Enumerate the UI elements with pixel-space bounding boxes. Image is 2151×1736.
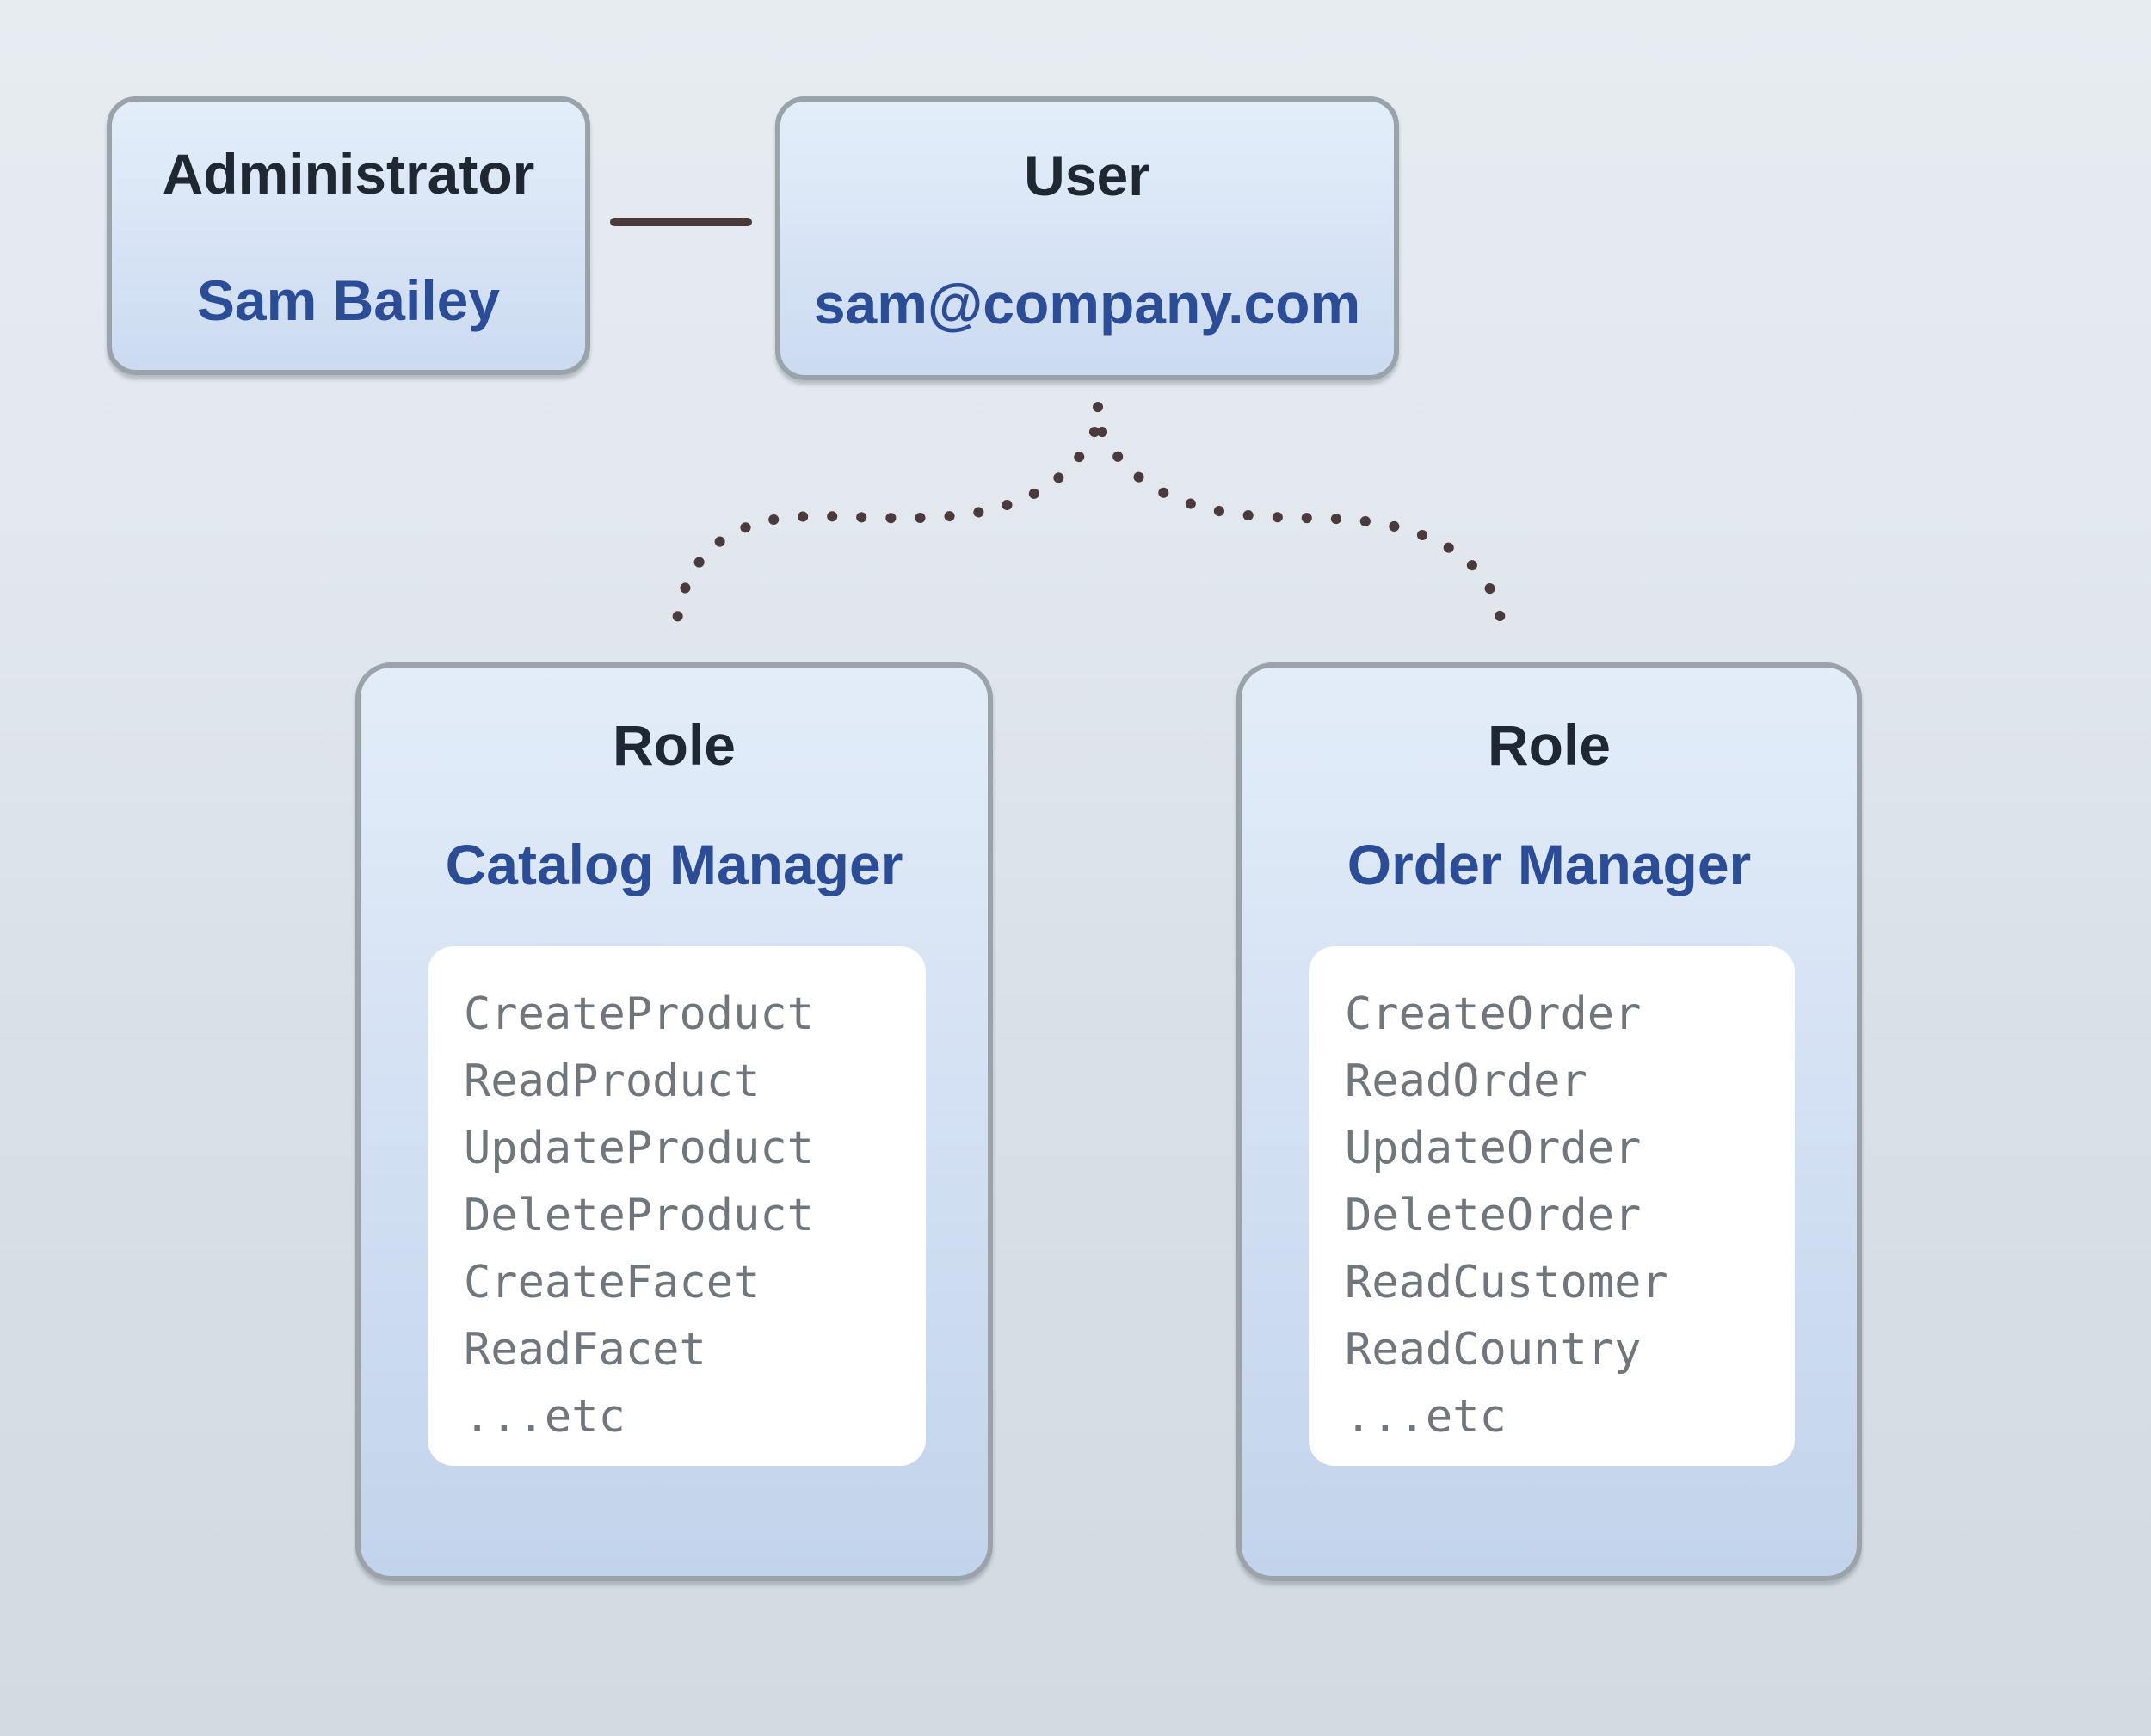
permission-item: ReadOrder xyxy=(1345,1056,1587,1107)
permission-item: ReadCountry xyxy=(1345,1324,1642,1376)
permission-item: DeleteProduct xyxy=(464,1190,814,1241)
permission-item: ReadCustomer xyxy=(1345,1257,1668,1308)
permission-item: ...etc xyxy=(1345,1391,1507,1443)
permission-item: UpdateOrder xyxy=(1345,1123,1642,1174)
role-title: Role xyxy=(612,713,737,777)
role-title: Role xyxy=(1487,713,1612,777)
permission-item: DeleteOrder xyxy=(1345,1190,1642,1241)
user-email: sam@company.com xyxy=(813,272,1361,336)
user-to-catalog-role-link xyxy=(670,427,1100,642)
role-name: Catalog Manager xyxy=(445,833,903,896)
administrator-name: Sam Bailey xyxy=(196,268,501,332)
role-name: Order Manager xyxy=(1347,833,1752,896)
administrator-title: Administrator xyxy=(162,142,535,206)
user-node: User sam@company.com xyxy=(775,96,1399,380)
administrator-node: Administrator Sam Bailey xyxy=(107,96,590,375)
user-title: User xyxy=(1024,144,1150,207)
permission-item: CreateOrder xyxy=(1345,988,1642,1040)
permission-item: CreateProduct xyxy=(464,988,814,1040)
user-to-order-role-link xyxy=(1097,427,1507,630)
permission-item: ...etc xyxy=(464,1391,626,1443)
permission-item: CreateFacet xyxy=(464,1257,761,1308)
permission-item: ReadProduct xyxy=(464,1056,761,1107)
permission-item: ReadFacet xyxy=(464,1324,706,1376)
permission-item: UpdateProduct xyxy=(464,1123,814,1174)
